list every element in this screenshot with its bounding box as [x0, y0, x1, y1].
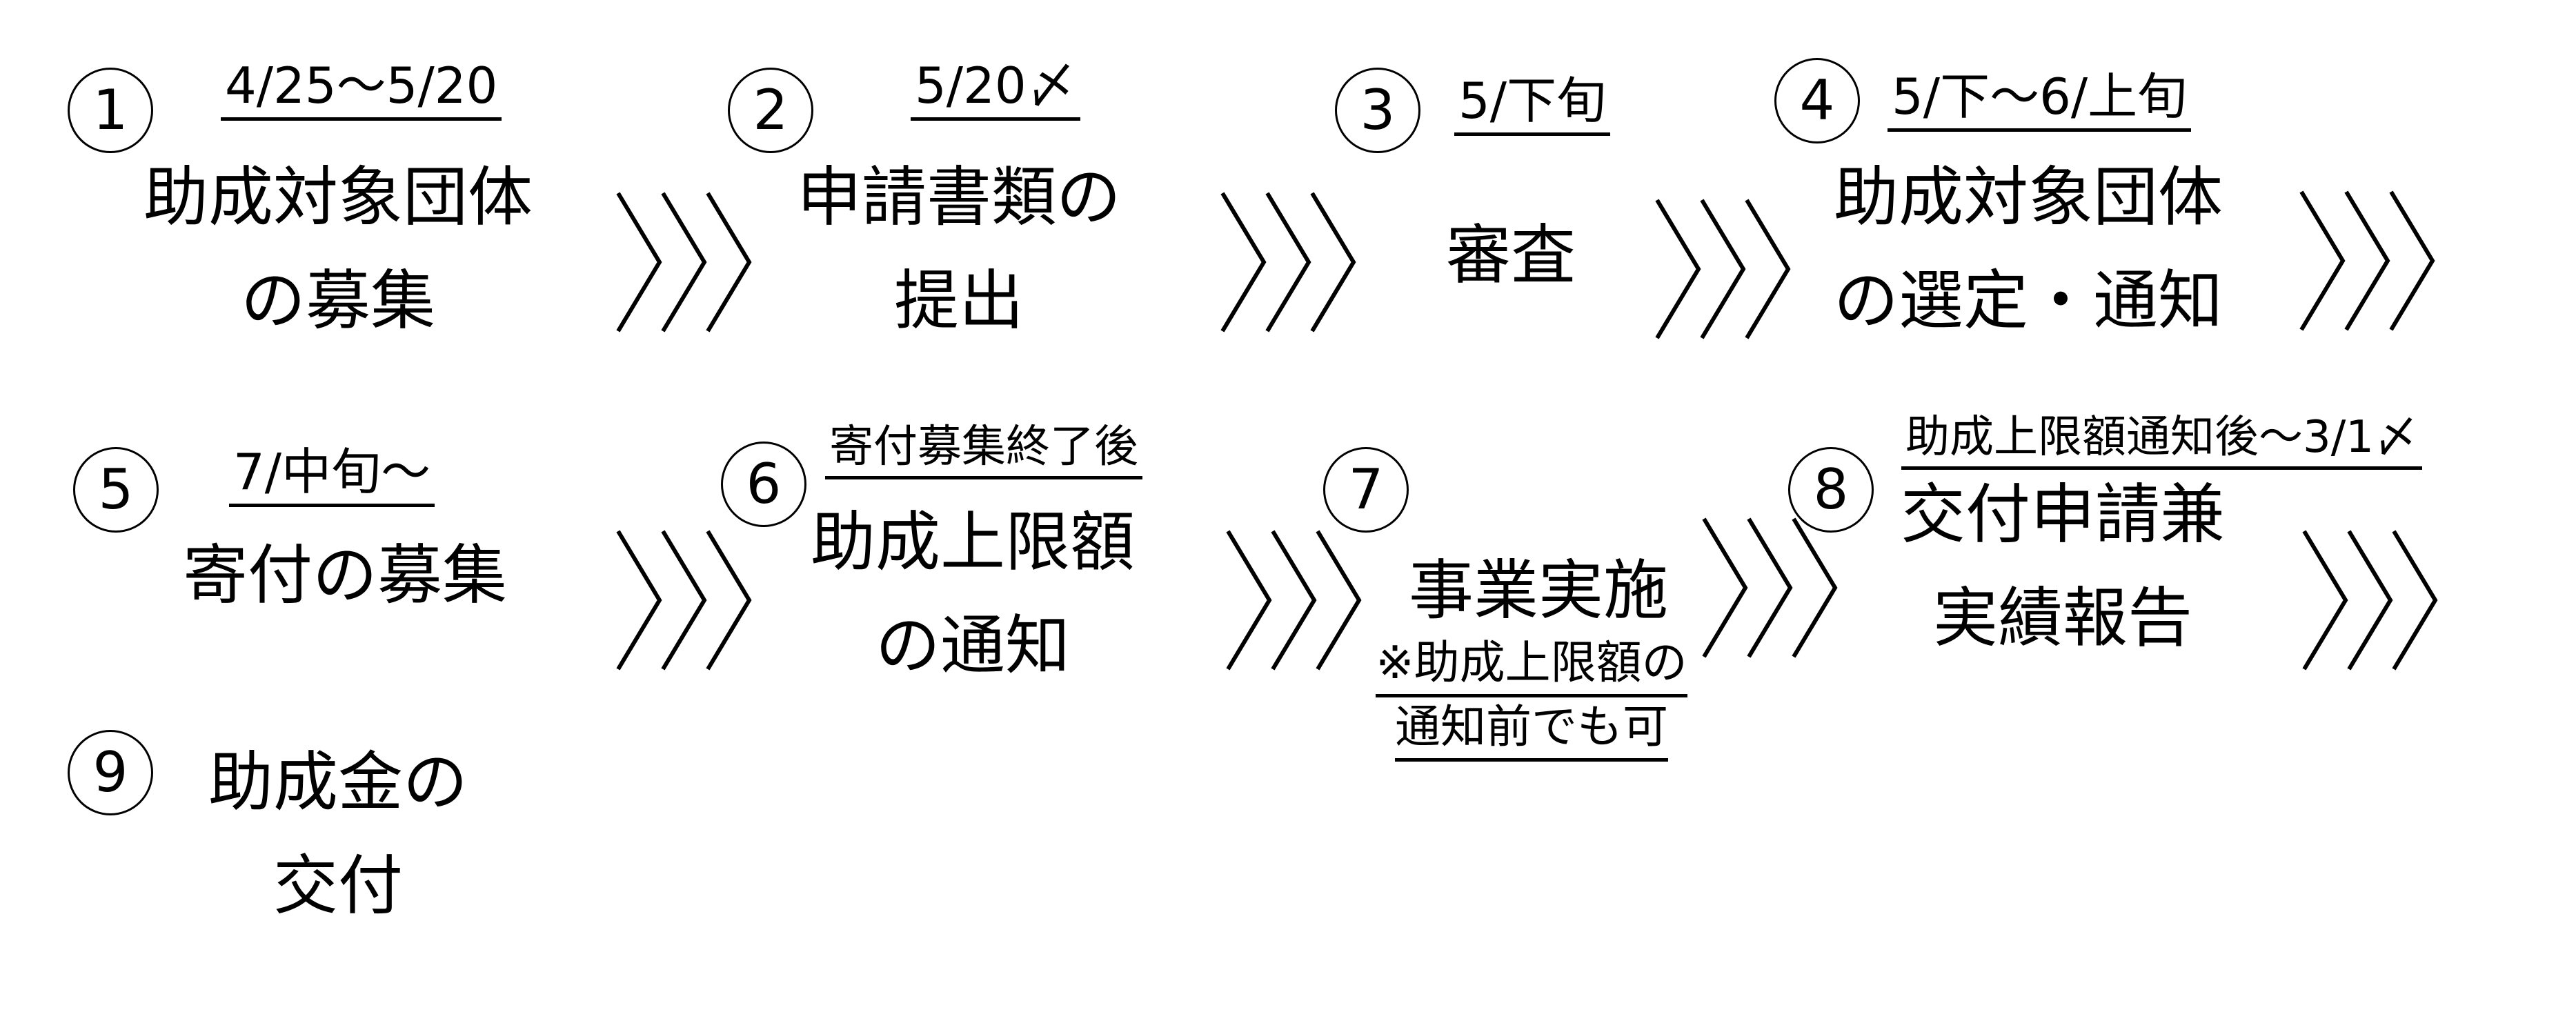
step-number-8: 8 [1788, 447, 1874, 533]
step-3-title: 審査 [1445, 218, 1576, 293]
step-4-date: 5/下～6/上旬 [1888, 72, 2192, 132]
chevron-arrow-icon [1655, 199, 1791, 339]
step-7-note-line-2: 通知前でも可 [1395, 697, 1668, 762]
step-2-title: 申請書類の 提出 [796, 160, 1121, 339]
step-number-2: 2 [728, 68, 813, 153]
step-6-title: 助成上限額 の通知 [810, 505, 1135, 684]
chevron-arrow-icon [1220, 192, 1356, 333]
chevron-arrow-icon [616, 530, 752, 671]
step-6-date: 寄付募集終了後 [825, 425, 1142, 479]
step-1-date: 4/25～5/20 [221, 61, 502, 121]
step-7-title: 事業実施 [1408, 553, 1668, 628]
step-4-title: 助成対象団体 の選定・通知 [1833, 160, 2223, 339]
step-5-title: 寄付の募集 [182, 538, 507, 613]
step-7-note: ※助成上限額の 通知前でも可 [1338, 633, 1725, 762]
chevron-arrow-icon [1702, 517, 1838, 658]
step-5-date: 7/中旬～ [229, 447, 435, 507]
step-2-date: 5/20〆 [911, 61, 1080, 121]
step-number-4: 4 [1774, 58, 1860, 143]
step-number-9: 9 [68, 730, 153, 815]
step-8-title: 交付申請兼 実績報告 [1900, 477, 2225, 657]
chevron-arrow-icon [1226, 530, 1362, 671]
step-number-7: 7 [1323, 447, 1409, 533]
step-9-title: 助成金の 交付 [208, 745, 468, 924]
step-3-date: 5/下旬 [1454, 76, 1611, 136]
step-number-1: 1 [68, 68, 153, 153]
step-8-date: 助成上限額通知後～3/1〆 [1901, 415, 2422, 470]
step-7-note-line-1: ※助成上限額の [1376, 633, 1687, 697]
chevron-arrow-icon [616, 192, 752, 333]
chevron-arrow-icon [2299, 190, 2435, 331]
chevron-arrow-icon [2302, 530, 2438, 671]
step-1-title: 助成対象団体 の募集 [143, 160, 533, 339]
step-number-3: 3 [1335, 68, 1420, 153]
step-number-6: 6 [721, 442, 806, 527]
step-number-5: 5 [73, 447, 159, 533]
